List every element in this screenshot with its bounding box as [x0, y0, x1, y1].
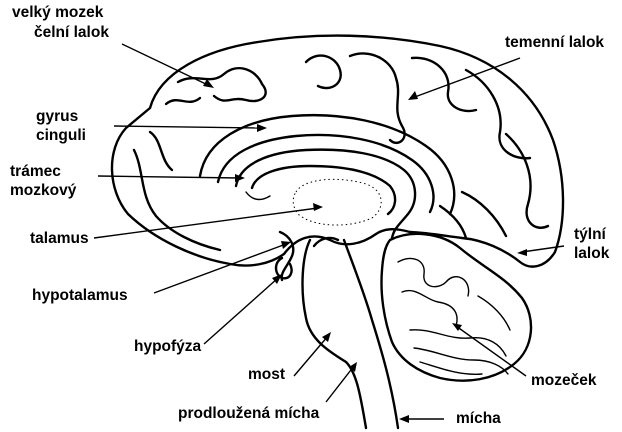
ventricle: [246, 192, 270, 199]
label-cinguli: cinguli: [36, 127, 86, 145]
gyrus-fold: [506, 134, 548, 228]
leader-thalamus: [94, 203, 323, 238]
gyrus-fold: [462, 192, 506, 236]
label-corpus-callosum-1: trámec: [10, 163, 61, 181]
leader-pituitary: [204, 274, 282, 344]
corpus-callosum-inner: [252, 166, 395, 214]
cingulate-sulcus: [218, 135, 433, 212]
leader-medulla: [326, 362, 357, 402]
label-corpus-callosum-2: mozkový: [10, 182, 76, 200]
leader-cerebellum: [452, 323, 526, 376]
gyrus-fold: [134, 150, 220, 250]
leader-cingulate: [114, 124, 267, 132]
label-cerebellum: mozeček: [531, 372, 596, 390]
cerebellum: [381, 234, 531, 381]
cerebellum-fold: [402, 291, 457, 326]
leader-parietal: [408, 58, 520, 100]
gyrus-fold: [440, 206, 466, 238]
label-hypothalamus: hypotalamus: [32, 287, 128, 305]
label-occipital-2: lalok: [574, 245, 609, 263]
leader-corpus-callosum: [98, 174, 245, 182]
label-frontal-lobe: čelní lalok: [34, 24, 109, 42]
cerebellum-fold: [420, 362, 482, 374]
cerebellum-fold: [414, 348, 508, 374]
leader-spinal-cord: [399, 415, 444, 423]
leader-occipital: [517, 246, 564, 256]
label-thalamus: talamus: [30, 230, 89, 248]
label-pons: most: [248, 366, 285, 384]
thalamus-region: [293, 179, 381, 225]
label-parietal-lobe: temenní lalok: [505, 34, 604, 52]
gyrus-fold: [150, 132, 172, 170]
label-medulla: prodloužená mícha: [178, 405, 319, 423]
gyrus-fold: [466, 70, 530, 158]
gyrus-fold: [306, 56, 341, 88]
label-pituitary: hypofýza: [134, 338, 201, 356]
cerebellum-fold: [478, 296, 510, 330]
label-spinal-cord: mícha: [456, 410, 501, 428]
label-cerebrum: velký mozek: [12, 4, 103, 22]
gyrus-fold: [412, 58, 476, 111]
leader-frontal: [122, 44, 214, 88]
gyrus-fold: [178, 68, 266, 101]
label-occipital-1: týlní: [574, 226, 606, 244]
label-gyrus: gyrus: [36, 108, 78, 126]
corpus-callosum: [236, 150, 415, 238]
gyrus-fold: [166, 98, 200, 104]
leader-pons: [294, 332, 331, 376]
brainstem: [303, 240, 366, 428]
